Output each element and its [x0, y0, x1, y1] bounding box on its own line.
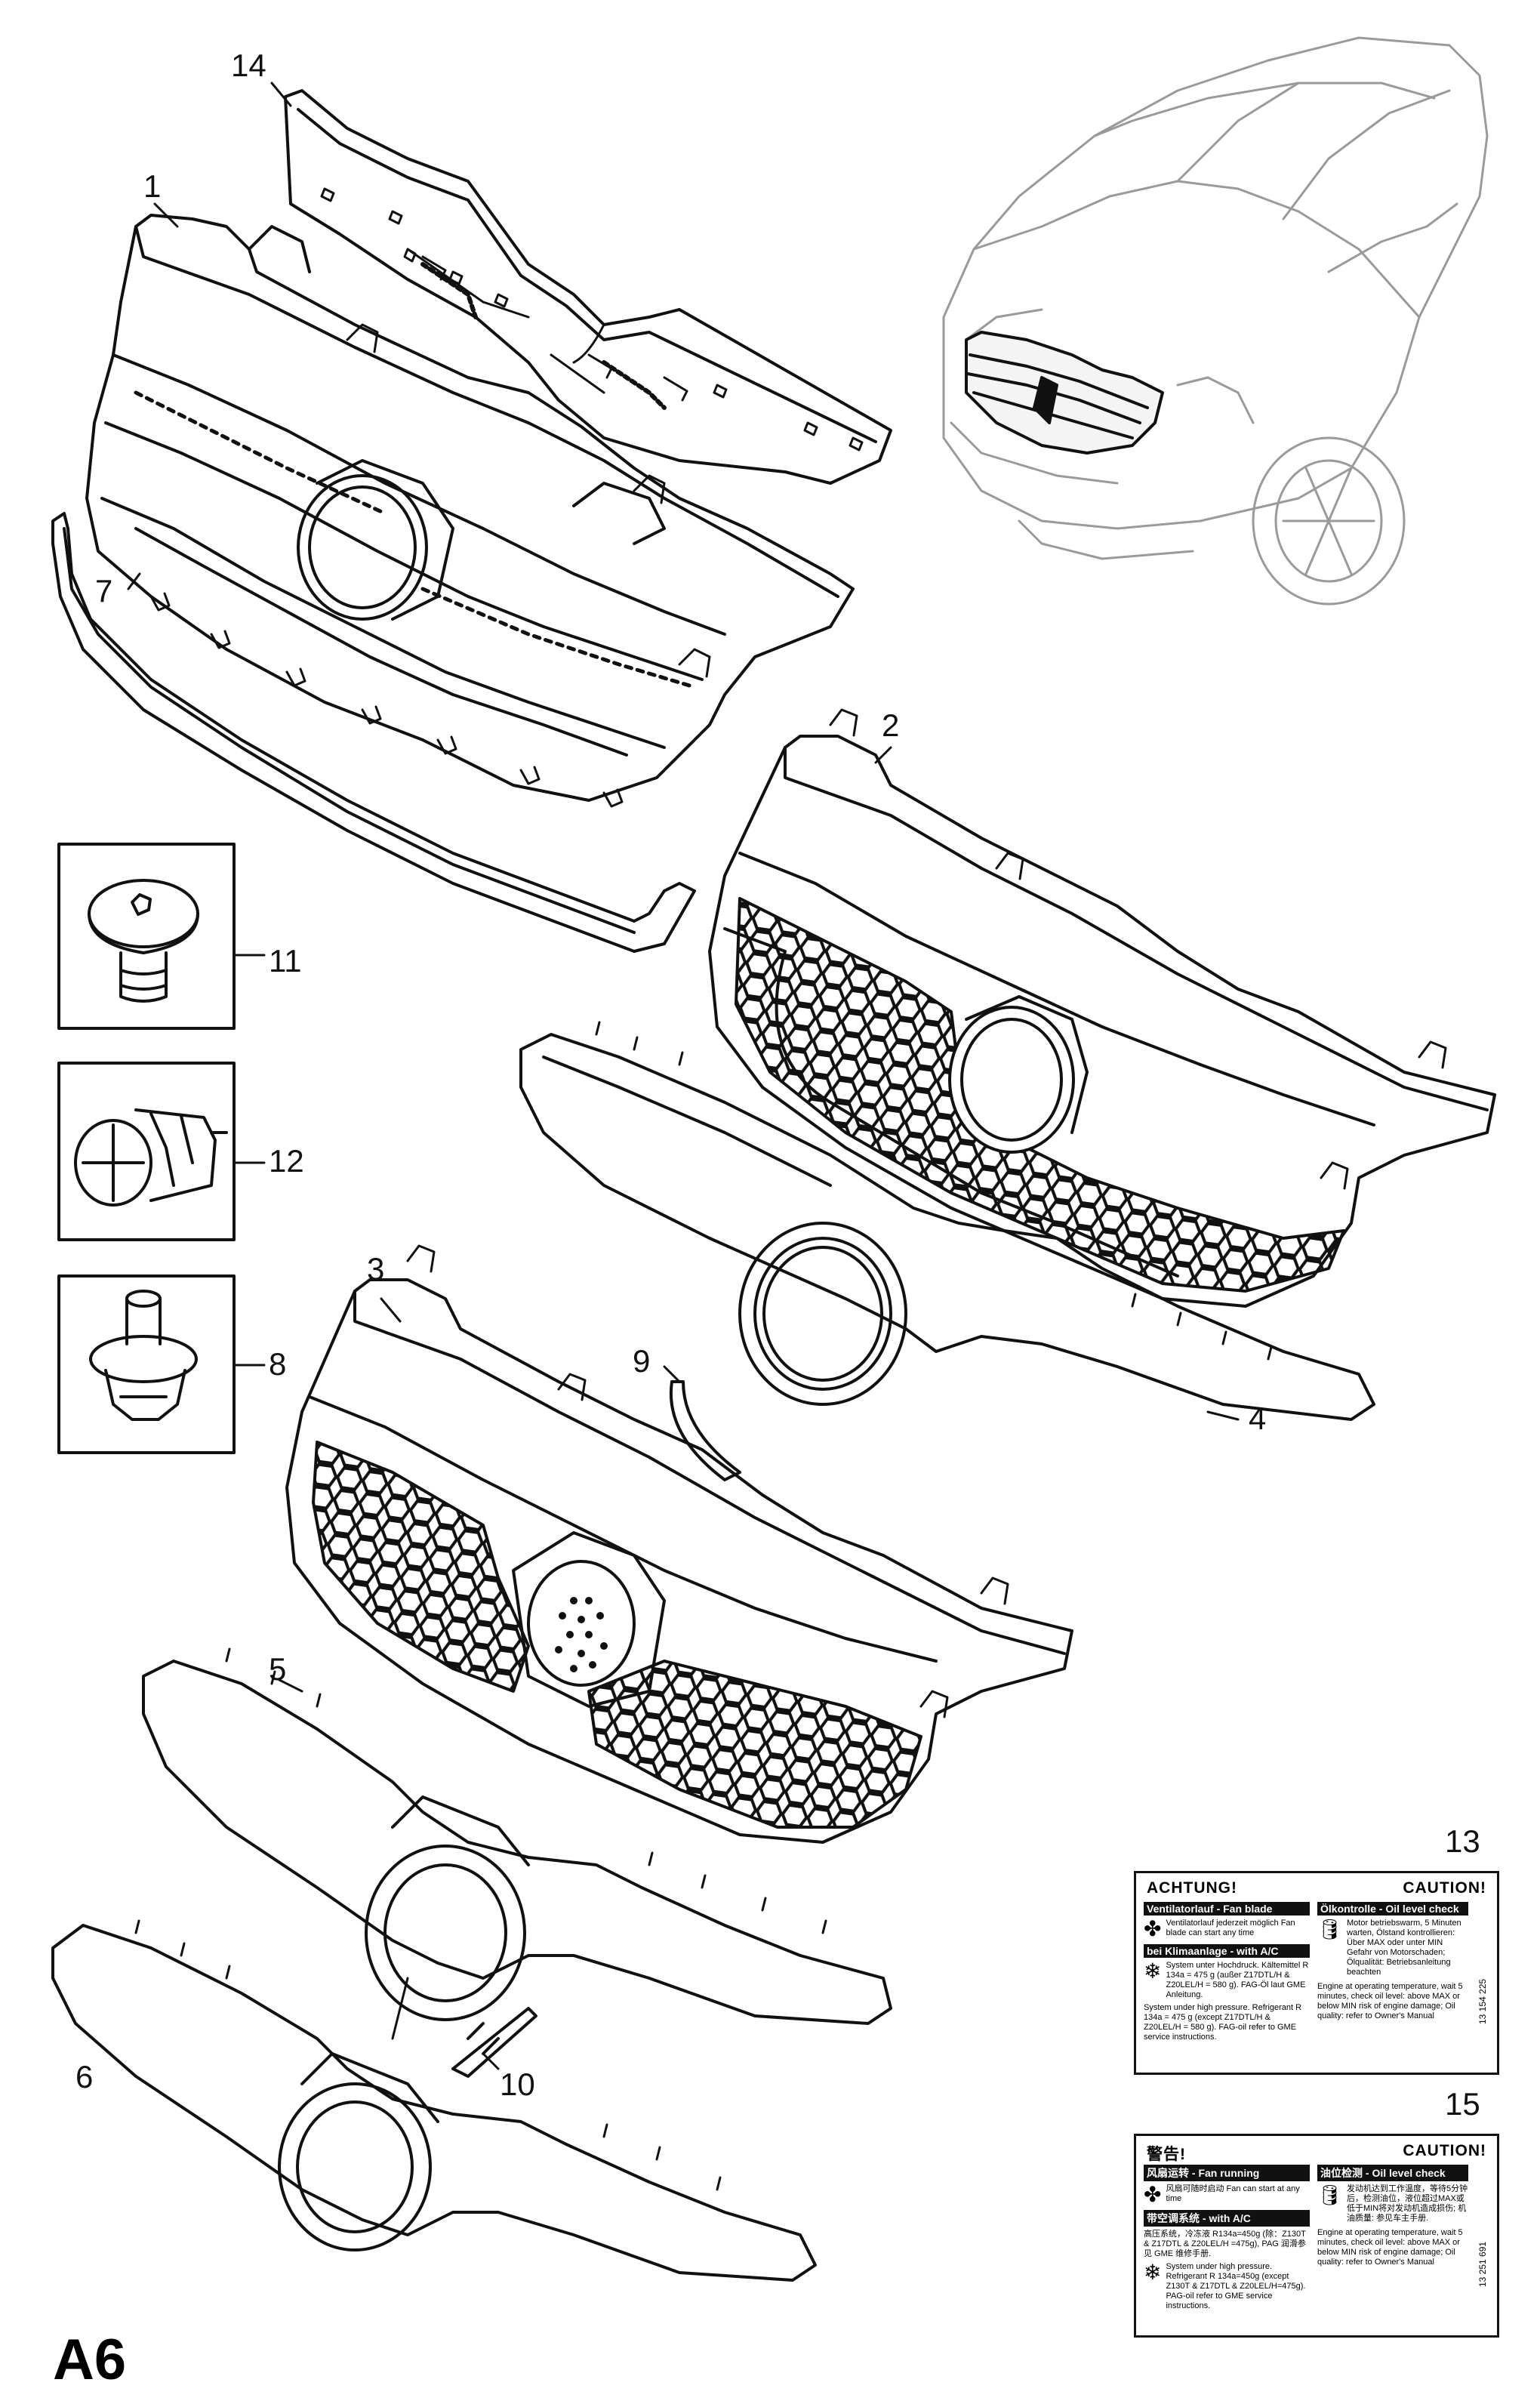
label-15-ac-title: 带空调系统 - with A/C: [1144, 2210, 1310, 2227]
oil-can-icon: 🛢: [1317, 2184, 1343, 2206]
label-13-card: ACHTUNG! CAUTION! Ventilatorlauf - Fan b…: [1134, 1871, 1499, 2075]
label-15-right-header: CAUTION!: [1403, 2142, 1486, 2159]
leader-lines: [127, 82, 1240, 2070]
oil-can-icon: 🛢: [1317, 1918, 1343, 1940]
label-15-oil-text-en: Engine at operating temperature, wait 5 …: [1317, 2228, 1463, 2267]
label-13-part-no: 13 154 225: [1477, 1978, 1488, 2024]
callout-11: 11: [269, 943, 302, 979]
callout-7: 7: [95, 573, 113, 609]
label-15-ac-text-cn: 高压系统，冷冻液 R134a=450g (除：Z130T & Z17DTL & …: [1144, 2230, 1306, 2258]
part-5-trim: [142, 1647, 892, 2040]
part-4-trim: [519, 1021, 1375, 1421]
callout-4: 4: [1249, 1401, 1267, 1436]
callout-8: 8: [269, 1346, 287, 1382]
part-7-lower-strip: [51, 512, 696, 953]
callout-10: 10: [500, 2067, 535, 2102]
label-13-oil-text-en: Engine at operating temperature, wait 5 …: [1317, 1982, 1463, 2020]
label-15-fan-text: 风扇可随时启动 Fan can start at any time: [1166, 2184, 1300, 2203]
label-15-card: 警告! CAUTION! 风扇运转 - Fan running ✤ 风扇可随时启…: [1134, 2134, 1499, 2338]
part-9-ring-segment: [669, 1380, 741, 1481]
label-15-left-header: 警告!: [1147, 2146, 1186, 2163]
part-14-upper-trim: [284, 89, 892, 485]
label-13-right-header: CAUTION!: [1403, 1879, 1486, 1897]
part-2-grille: [708, 708, 1496, 1308]
label-13-ac-text-de: System unter Hochdruck. Kältemittel R 13…: [1166, 1961, 1309, 1999]
callout-15: 15: [1445, 2086, 1480, 2122]
label-15-oil-title: 油位检测 - Oil level check: [1317, 2165, 1468, 2181]
part-8-box: [57, 1274, 236, 1454]
part-12-box: [57, 1062, 236, 1241]
fan-icon: ✤: [1144, 1917, 1162, 1940]
callout-14: 14: [231, 48, 266, 83]
label-13-left-header: ACHTUNG!: [1147, 1879, 1237, 1897]
callout-3: 3: [367, 1251, 385, 1287]
label-13-fan-text: Ventilatorlauf jederzeit möglich Fan bla…: [1166, 1919, 1295, 1937]
label-15-part-no: 13 251 691: [1477, 2241, 1488, 2287]
callout-6: 6: [75, 2059, 94, 2094]
label-15-fan-title: 风扇运转 - Fan running: [1144, 2165, 1310, 2181]
label-13-oil-text-de: Motor betriebswarm, 5 Minuten warten, Öl…: [1347, 1919, 1461, 1977]
callout-12: 12: [269, 1143, 304, 1179]
part-1-grille: [85, 214, 855, 808]
label-15-ac-text-en: System under high pressure. Refrigerant …: [1166, 2262, 1306, 2310]
callout-9: 9: [633, 1343, 651, 1379]
part-11-box: [57, 843, 236, 1030]
vehicle-illustration: [942, 36, 1489, 606]
part-3-grille: [285, 1244, 1073, 1844]
vehicle-grille-highlight: [965, 331, 1164, 455]
snowflake-icon: ❄: [1144, 2261, 1162, 2284]
callout-13: 13: [1445, 1823, 1480, 1859]
label-13-fan-title: Ventilatorlauf - Fan blade: [1144, 1902, 1310, 1915]
callout-1: 1: [143, 168, 162, 204]
label-13-ac-title: bei Klimaanlage - with A/C: [1144, 1944, 1310, 1958]
label-13-ac-text-en: System under high pressure. Refrigerant …: [1144, 2003, 1302, 2042]
label-15-oil-text-cn: 发动机达到工作温度，等待5分钟后，检测油位，液位超过MAX或低于MIN将对发动机…: [1347, 2184, 1468, 2223]
page-code: A6: [53, 2328, 127, 2392]
callout-2: 2: [882, 707, 900, 743]
snowflake-icon: ❄: [1144, 1959, 1162, 1983]
callout-5: 5: [269, 1651, 287, 1687]
fan-icon: ✤: [1144, 2183, 1162, 2206]
part-6-trim: [51, 1919, 817, 2282]
part-10-insert: [451, 2007, 537, 2078]
label-13-oil-title: Ölkontrolle - Oil level check: [1317, 1902, 1468, 1915]
